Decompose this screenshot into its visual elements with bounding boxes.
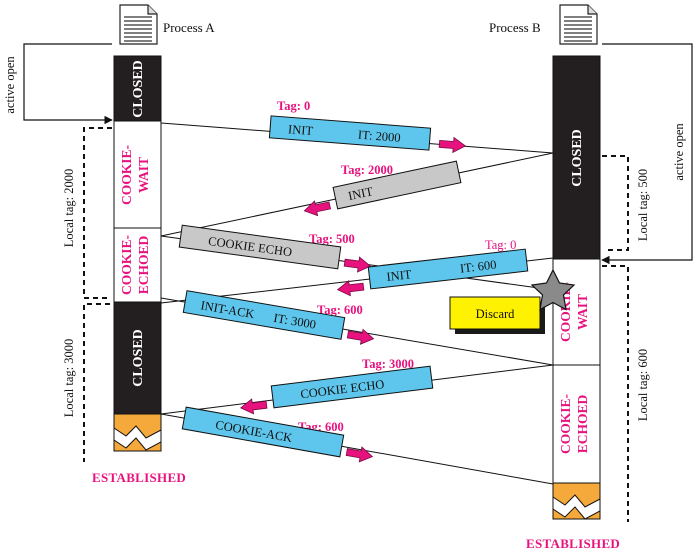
state-b-cookie-echoed-line2: ECHOED <box>575 394 590 453</box>
state-a-cookie-wait <box>113 120 162 229</box>
state-a-closed-top-label: CLOSED <box>131 60 146 118</box>
state-a-closed-top <box>113 55 162 122</box>
process-b-established: ESTABLISHED <box>526 536 620 551</box>
message-init-b2-it: IT: 600 <box>459 258 497 276</box>
message-init-b: Tag: 2000 INIT <box>302 160 462 219</box>
message-init-b-tag: Tag: 2000 <box>341 163 393 177</box>
message-init-a-name: INIT <box>288 122 314 138</box>
state-b-cookie-wait <box>552 258 601 366</box>
process-a-document-icon <box>119 4 158 45</box>
message-cookie-echo-a-arrow-icon <box>343 254 372 274</box>
active-open-loop-b <box>601 43 693 265</box>
state-a-closed-mid-label: CLOSED <box>131 329 146 387</box>
message-cookie-echo-b: Tag: 3000 COOKIE ECHO <box>239 357 434 416</box>
message-init-a: Tag: 0 INIT IT: 2000 <box>268 99 467 154</box>
message-init-ack: Tag: 600 INIT-ACK IT: 3000 <box>182 290 376 347</box>
state-a-cookie-echoed <box>113 227 162 303</box>
active-open-loop-a <box>23 43 113 125</box>
message-init-a-it: IT: 2000 <box>357 128 401 145</box>
process-b-timeline: CLOSED COOKIE- WAIT COOKIE- ECHOED <box>552 55 601 520</box>
message-init-b2-name: INIT <box>386 267 413 284</box>
message-init-b2-tag: Tag: 0 <box>485 238 516 252</box>
message-cookie-echo-b-tag: Tag: 3000 <box>362 357 414 371</box>
message-cookie-ack: Tag: 600 COOKIE-ACK <box>181 406 375 465</box>
discard-box: Discard <box>449 296 545 334</box>
message-cookie-echo-b-arrow-icon <box>239 396 268 416</box>
local-tag-a-second: Local tag: 3000 <box>62 339 76 417</box>
state-b-established-block <box>552 482 601 520</box>
message-cookie-echo-a: Tag: 500 COOKIE ECHO <box>178 224 372 274</box>
message-init-a-tag: Tag: 0 <box>277 99 310 113</box>
state-b-closed-label: CLOSED <box>570 129 585 187</box>
process-a-established: ESTABLISHED <box>92 470 186 485</box>
state-b-cookie-wait-line2: WAIT <box>575 294 590 330</box>
state-b-cookie-echoed <box>552 364 601 484</box>
message-init-b-name: INIT <box>347 184 375 203</box>
local-tag-brackets <box>83 127 629 522</box>
local-tag-a-first: Local tag: 2000 <box>62 169 76 247</box>
state-b-cookie-echoed-line1: COOKIE- <box>558 394 573 454</box>
message-init-ack-tag: Tag: 600 <box>317 303 363 317</box>
state-a-cookie-echoed-line2: ECHOED <box>136 235 151 294</box>
message-init-b2: Tag: 0 INIT IT: 600 <box>336 238 529 298</box>
process-b-document-icon <box>559 4 598 45</box>
process-b-label: Process B <box>489 20 541 35</box>
active-open-a-label: active open <box>3 56 17 114</box>
message-init-ack-arrow-icon <box>346 326 376 347</box>
active-open-b-label: active open <box>672 123 686 181</box>
state-a-cookie-wait-line2: WAIT <box>136 157 151 193</box>
local-tag-b-second: Local tag: 600 <box>636 349 650 421</box>
state-a-cookie-wait-line1: COOKIE- <box>119 145 134 205</box>
message-init-a-arrow-icon <box>438 136 467 154</box>
state-a-established-block <box>113 413 162 452</box>
discard-label: Discard <box>476 307 516 321</box>
state-a-closed-mid <box>113 301 162 415</box>
process-a-label: Process A <box>163 20 215 35</box>
star-icon <box>530 268 576 311</box>
local-tag-b-first: Local tag: 500 <box>636 169 650 241</box>
process-a-timeline: CLOSED COOKIE- WAIT COOKIE- ECHOED CLOSE… <box>113 55 162 452</box>
state-a-cookie-echoed-line1: COOKIE- <box>119 235 134 295</box>
message-cookie-echo-a-tag: Tag: 500 <box>309 232 355 246</box>
